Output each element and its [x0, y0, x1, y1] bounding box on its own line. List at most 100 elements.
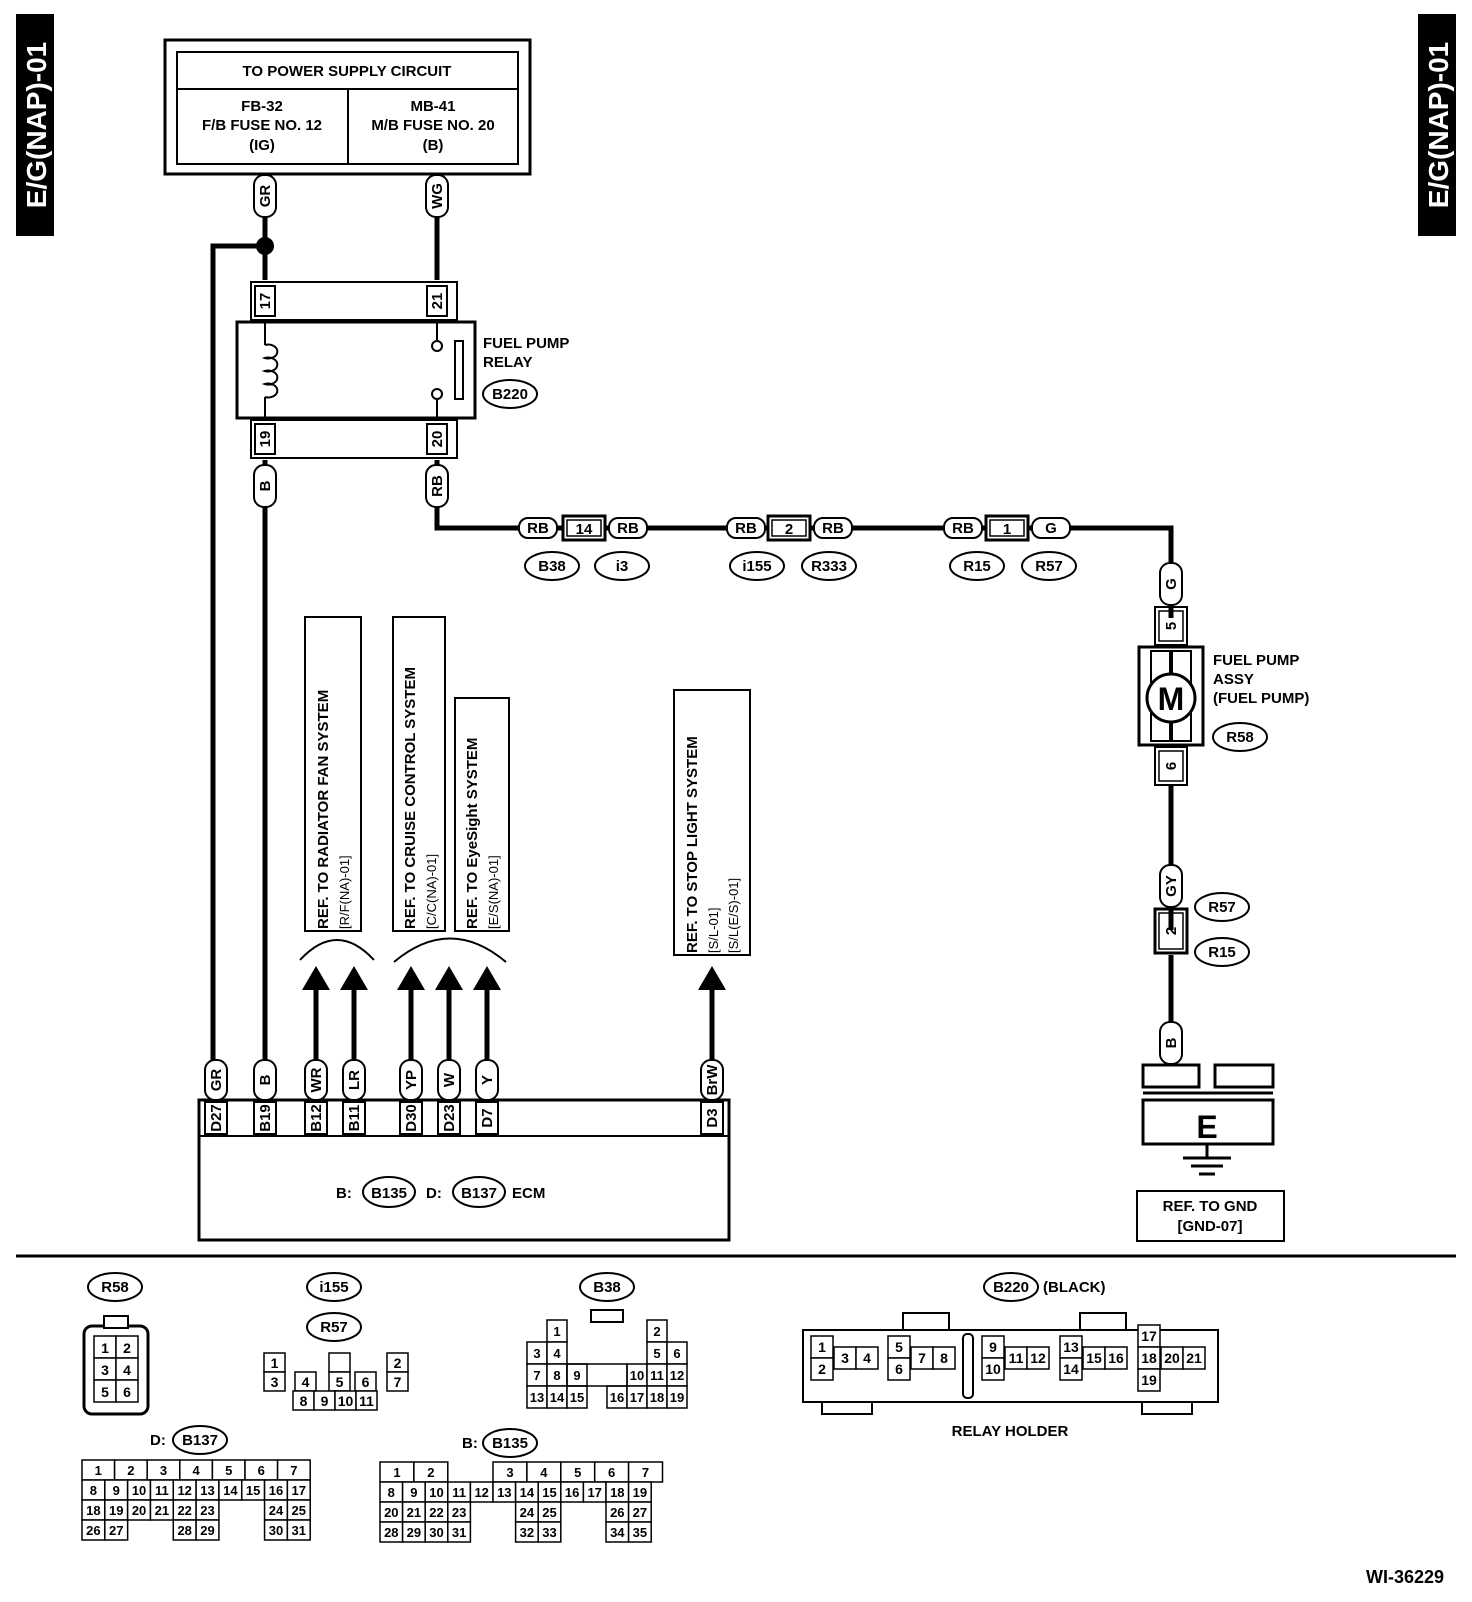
svg-text:18: 18: [610, 1485, 624, 1500]
svg-text:11: 11: [452, 1485, 466, 1500]
relay-pin-20: 20: [429, 431, 446, 448]
svg-text:i3: i3: [616, 558, 629, 575]
pin-cell: 9: [981, 1335, 1005, 1359]
svg-text:17: 17: [1141, 1328, 1157, 1344]
inline-connector-1: RB 1 G R15 R57: [943, 514, 1077, 581]
pin-cell: 10: [126, 1479, 152, 1501]
svg-text:1: 1: [1003, 521, 1011, 538]
pin-cell: 11: [646, 1363, 668, 1387]
motor-letter: M: [1158, 681, 1185, 717]
svg-text:16: 16: [565, 1485, 579, 1500]
pin-cell: 4: [179, 1459, 214, 1481]
pump-id: R58: [1226, 729, 1254, 746]
pin-cell: 7: [627, 1461, 664, 1483]
svg-text:R57: R57: [1035, 558, 1063, 575]
ground-id-2: R15: [1208, 944, 1236, 961]
pin-cell: 19: [666, 1385, 688, 1409]
svg-text:3: 3: [841, 1350, 849, 1366]
svg-text:(BLACK): (BLACK): [1043, 1279, 1105, 1296]
power-right-line-1: MB-41: [410, 98, 455, 115]
svg-text:WG: WG: [429, 183, 446, 209]
svg-text:21: 21: [407, 1505, 421, 1520]
svg-text:3: 3: [101, 1362, 109, 1378]
svg-text:B137: B137: [182, 1432, 218, 1449]
svg-text:R15: R15: [963, 558, 991, 575]
power-left-line-1: FB-32: [241, 98, 283, 115]
svg-text:25: 25: [542, 1505, 556, 1520]
svg-text:29: 29: [407, 1525, 421, 1540]
pin-cell: 1: [263, 1352, 286, 1373]
svg-text:7: 7: [290, 1463, 297, 1478]
ecm-wire-w: W: [441, 1072, 458, 1087]
pin-cell: 15: [240, 1479, 266, 1501]
pin-cell: 11: [447, 1481, 472, 1503]
pin-cell: 12: [172, 1479, 197, 1501]
pin-cell: 34: [605, 1521, 630, 1543]
svg-text:11: 11: [650, 1368, 664, 1383]
wire-tag-rb-relay: RB: [425, 464, 449, 508]
svg-text:3: 3: [506, 1465, 513, 1480]
pin-cell: 10: [626, 1363, 648, 1387]
svg-text:14: 14: [520, 1485, 535, 1500]
svg-text:B220: B220: [993, 1279, 1029, 1296]
svg-text:1: 1: [553, 1324, 560, 1339]
pin-cell: 17: [582, 1481, 607, 1503]
pin-cell: 1: [81, 1459, 116, 1481]
svg-text:RB: RB: [735, 520, 757, 537]
svg-text:RB: RB: [527, 520, 549, 537]
pin-cell: 27: [104, 1519, 129, 1541]
ecm-wire-wr: WR: [308, 1067, 325, 1092]
svg-text:10: 10: [429, 1485, 443, 1500]
svg-text:20: 20: [132, 1503, 146, 1518]
svg-text:11: 11: [1009, 1350, 1024, 1366]
svg-text:9: 9: [410, 1485, 417, 1500]
side-tab-left: E/G(NAP)-01: [16, 14, 54, 236]
svg-text:RELAY HOLDER: RELAY HOLDER: [952, 1423, 1069, 1440]
svg-text:[S/L(E/S)-01]: [S/L(E/S)-01]: [726, 878, 741, 953]
pin-cell: 3: [263, 1371, 286, 1392]
pin-cell: 3: [146, 1459, 181, 1481]
fuel-pump-relay: [235, 281, 477, 459]
pin-cell: 5: [328, 1371, 351, 1392]
pin-cell: 12: [469, 1481, 494, 1503]
ecm-pin-d7: D7: [479, 1108, 496, 1127]
svg-text:GY: GY: [1163, 875, 1180, 897]
pin-cell: 2: [115, 1335, 139, 1359]
pin-cell: 15: [566, 1385, 588, 1409]
svg-text:33: 33: [542, 1525, 556, 1540]
pin-cell: 4: [546, 1341, 568, 1365]
pin-cell: 16: [560, 1481, 585, 1503]
svg-text:RB: RB: [952, 520, 974, 537]
svg-text:3: 3: [533, 1346, 540, 1361]
pin-cell: 31: [447, 1521, 472, 1543]
svg-text:10: 10: [338, 1393, 354, 1409]
inline-connector-2: RB 2 RB i155 R333: [726, 514, 857, 581]
svg-text:11: 11: [359, 1393, 374, 1409]
svg-text:7: 7: [918, 1350, 926, 1366]
pin-cell: 15: [537, 1481, 562, 1503]
pin-cell: 28: [172, 1519, 197, 1541]
pin-cell: 18: [81, 1499, 106, 1521]
inline-connector-14: RB 14 RB B38 i3: [518, 514, 650, 581]
svg-text:9: 9: [989, 1339, 997, 1355]
svg-text:12: 12: [474, 1485, 488, 1500]
pin-cell: 23: [195, 1499, 220, 1521]
pin-cell: 16: [1104, 1346, 1128, 1370]
pin-cell: 30: [424, 1521, 449, 1543]
svg-text:5: 5: [336, 1374, 344, 1390]
pin-cell: 6: [666, 1341, 688, 1365]
pin-cell: 9: [566, 1363, 588, 1387]
svg-text:32: 32: [520, 1525, 534, 1540]
svg-text:REF. TO STOP LIGHT SYSTEM: REF. TO STOP LIGHT SYSTEM: [684, 736, 701, 953]
svg-text:5: 5: [574, 1465, 581, 1480]
ground-block: [1141, 1063, 1275, 1176]
svg-text:7: 7: [642, 1465, 649, 1480]
svg-text:10: 10: [630, 1368, 644, 1383]
pin-cell: 11: [355, 1390, 378, 1411]
